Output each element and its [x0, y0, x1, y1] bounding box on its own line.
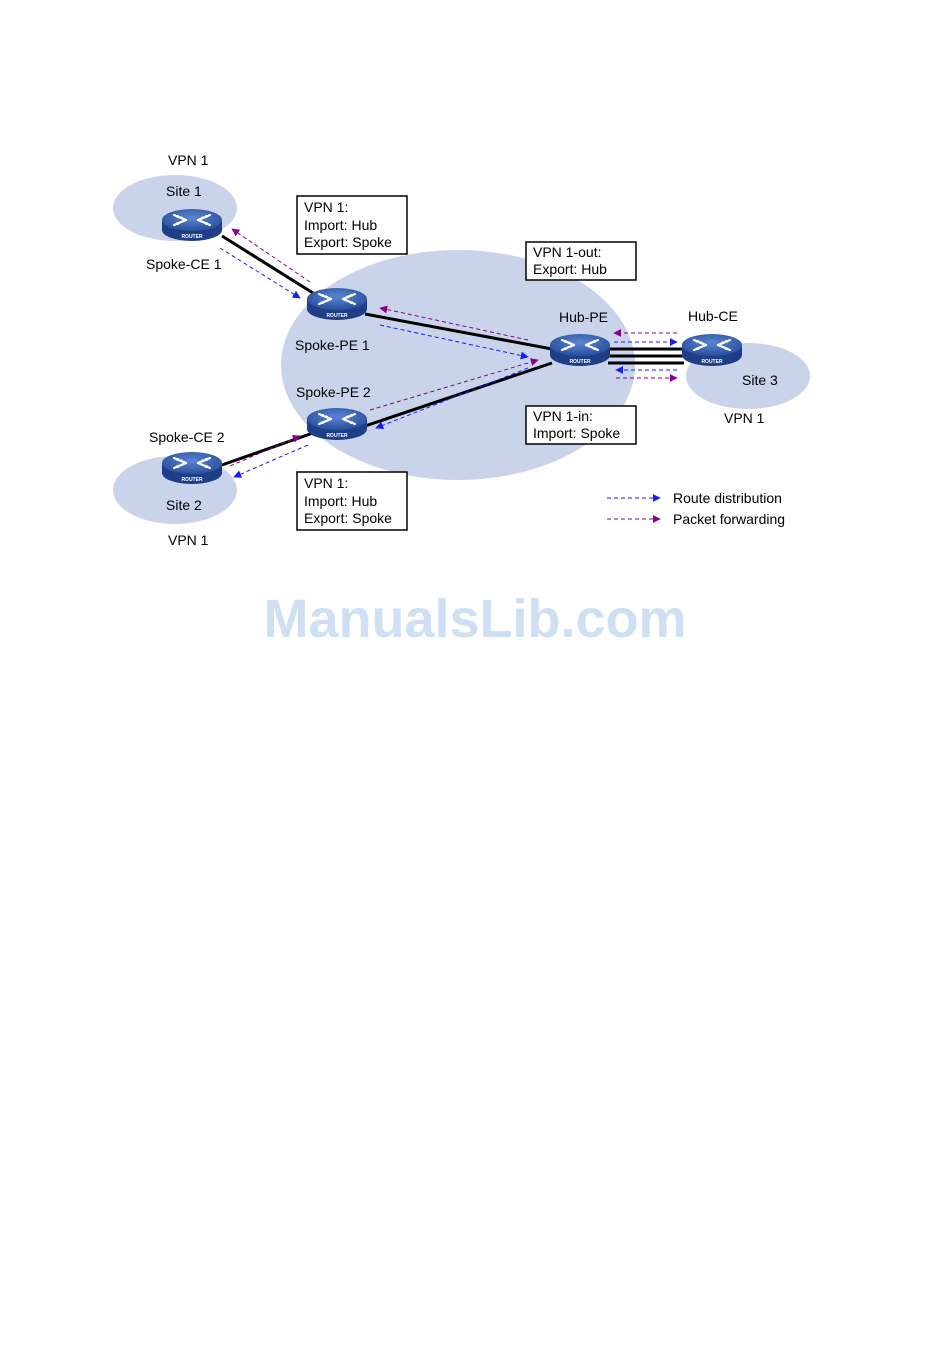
spoke-pe1-router-icon: [307, 288, 367, 320]
watermark: ManualsLib.com: [0, 588, 950, 650]
spoke-pe1-label: Spoke-PE 1: [295, 337, 370, 353]
box-line: VPN 1:: [304, 199, 348, 215]
spoke-pe1-vpn-config-box: VPN 1: Import: Hub Export: Spoke: [297, 196, 407, 254]
legend-packet-label: Packet forwarding: [673, 511, 785, 527]
legend-route-label: Route distribution: [673, 490, 782, 506]
box-line: VPN 1:: [304, 475, 348, 491]
hub-pe-vpn-in-box: VPN 1-in: Import: Spoke: [526, 406, 636, 444]
box-line: Import: Hub: [304, 217, 377, 233]
site1-name: Site 1: [166, 183, 202, 199]
site2-vpn-label: VPN 1: [168, 532, 209, 548]
box-line: VPN 1-in:: [533, 408, 593, 424]
hub-pe-router-icon: [550, 334, 610, 366]
spoke-ce2-router-icon: [162, 452, 222, 484]
box-line: Export: Hub: [533, 261, 607, 277]
spoke-pe2-vpn-config-box: VPN 1: Import: Hub Export: Spoke: [297, 472, 407, 530]
spoke-pe2-router-icon: [307, 408, 367, 440]
hub-pe-label: Hub-PE: [559, 309, 608, 325]
box-line: Export: Spoke: [304, 510, 392, 526]
site3-vpn-label: VPN 1: [724, 410, 765, 426]
hub-ce-router-icon: [682, 334, 742, 366]
box-line: Import: Spoke: [533, 425, 620, 441]
box-line: Export: Spoke: [304, 234, 392, 250]
box-line: VPN 1-out:: [533, 244, 601, 260]
site3-name: Site 3: [742, 372, 778, 388]
hub-ce-label: Hub-CE: [688, 308, 738, 324]
site2-name: Site 2: [166, 497, 202, 513]
spoke-ce1-label: Spoke-CE 1: [146, 256, 222, 272]
hub-pe-vpn-out-box: VPN 1-out: Export: Hub: [526, 242, 636, 280]
box-line: Import: Hub: [304, 493, 377, 509]
legend: Route distribution Packet forwarding: [607, 490, 785, 527]
spoke-pe2-label: Spoke-PE 2: [296, 384, 371, 400]
site1-vpn-label: VPN 1: [168, 152, 209, 168]
spoke-ce2-label: Spoke-CE 2: [149, 429, 225, 445]
spoke-ce1-router-icon: [162, 209, 222, 241]
